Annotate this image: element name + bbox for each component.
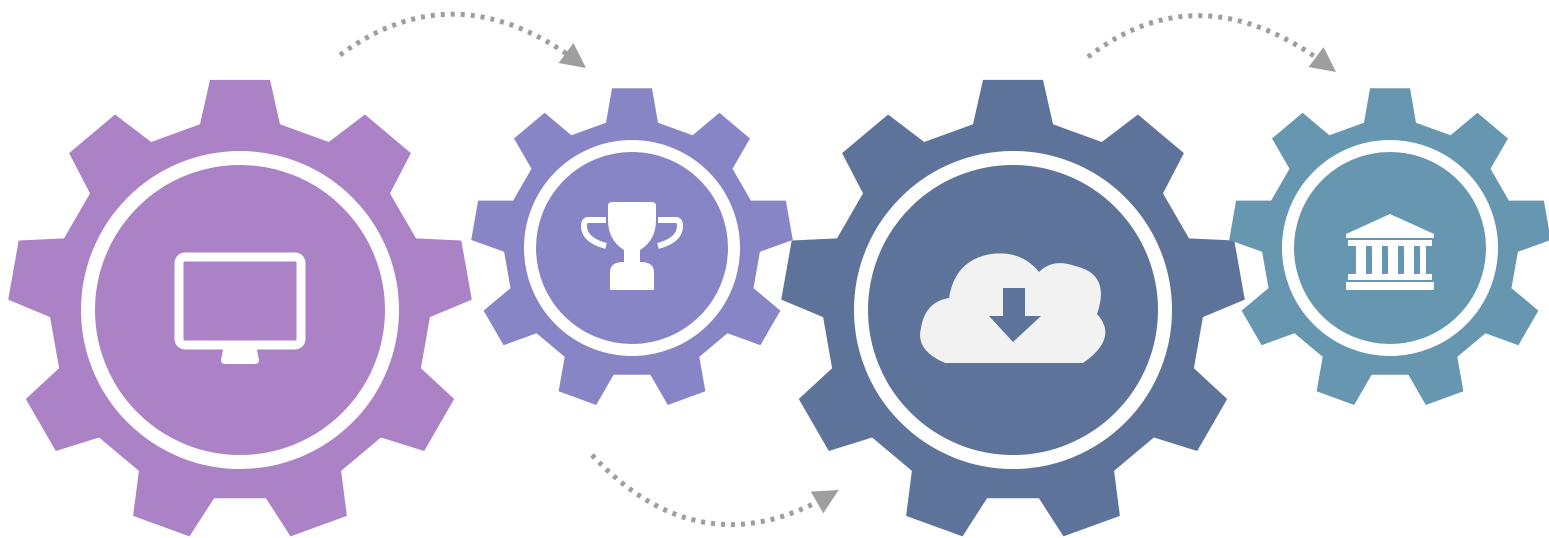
gear-step-3 [781,79,1245,537]
gear-3-ring [854,151,1172,469]
connector-arrow-1-2 [338,11,587,68]
bank-icon [1346,214,1434,290]
connector-arrow-2-3 [590,453,839,528]
gear-1-ring [81,151,399,469]
gear-4-ring [1282,140,1498,356]
monitor-icon [174,252,306,364]
trophy-icon [580,202,684,290]
cloud-download-icon [920,253,1106,363]
connector-arrow-3-4 [1086,13,1337,72]
gear-step-2 [471,88,793,405]
gear-1-center [104,174,376,446]
gear-step-1 [8,79,472,537]
gear-2-ring [524,140,740,356]
gear-step-4 [1229,88,1549,405]
